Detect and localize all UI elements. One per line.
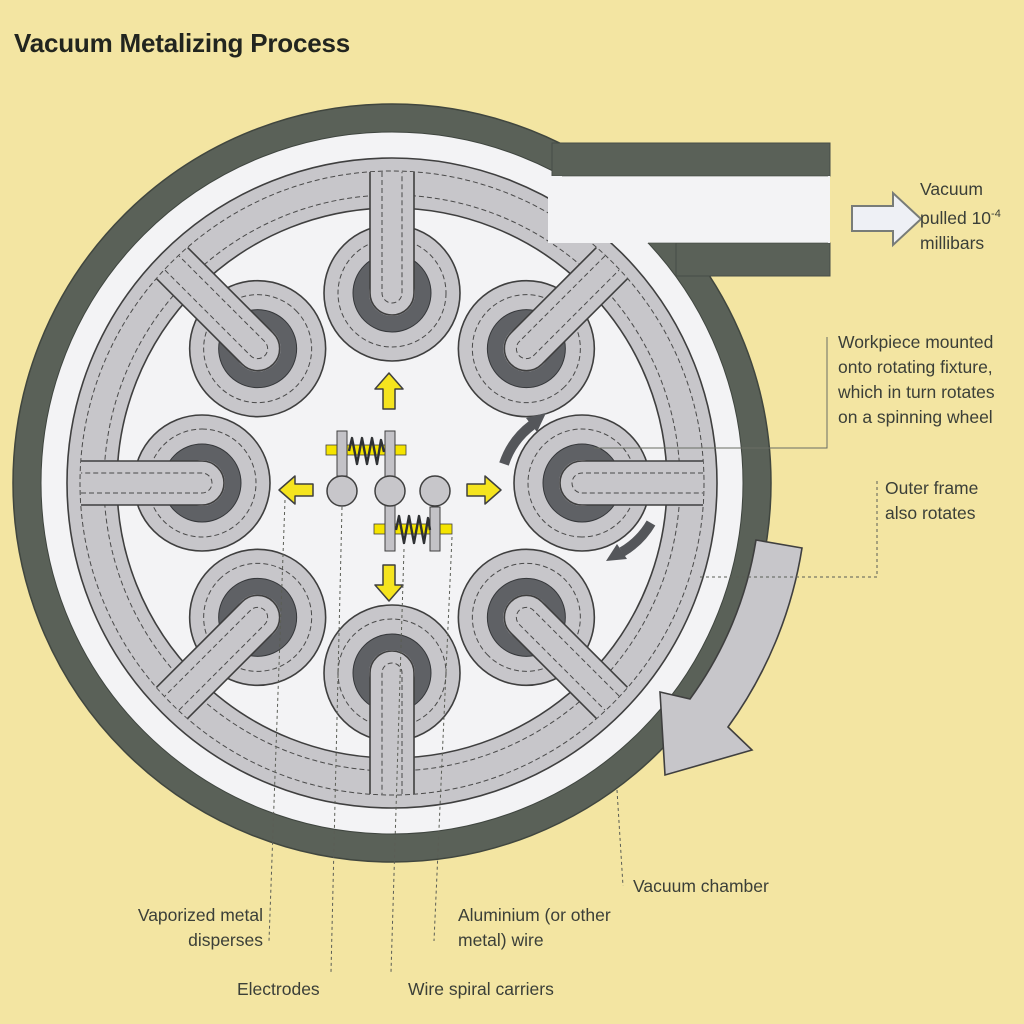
label-aluminium: Aluminium (or other metal) wire xyxy=(458,905,611,950)
leader-outer-frame xyxy=(700,481,878,578)
vacuum-flow-arrow xyxy=(851,190,923,248)
leader-wire-spiral xyxy=(390,548,405,973)
electrode-assembly xyxy=(325,430,453,552)
fixture-rotation-arrowhead-bottom xyxy=(606,544,627,561)
vacuum-duct-channel xyxy=(548,176,830,243)
leader-workpiece xyxy=(594,337,828,449)
leader-aluminium xyxy=(433,536,453,942)
leader-vacuum-chamber xyxy=(616,789,624,887)
label-electrodes: Electrodes xyxy=(237,979,320,999)
page-title: Vacuum Metalizing Process xyxy=(14,28,351,58)
vapor-arrow-down xyxy=(374,564,404,602)
fixture-rotation-arrowhead-top xyxy=(526,413,546,432)
label-vaporized: Vaporized metal disperses xyxy=(137,905,263,950)
vapor-arrow-up xyxy=(374,372,404,410)
vapor-arrow-right xyxy=(466,475,502,505)
label-outer-frame: Outer frame also rotates xyxy=(885,478,979,523)
leader-vaporized xyxy=(268,499,286,942)
vapor-dispersal-arrows xyxy=(278,372,502,602)
fixture-rotation-arrows xyxy=(499,413,656,561)
vapor-arrow-left xyxy=(278,475,314,505)
electrode-left xyxy=(326,475,358,507)
label-workpiece: Workpiece mounted onto rotating fixture,… xyxy=(838,332,995,427)
vacuum-duct xyxy=(551,142,831,277)
wire-spiral-upper xyxy=(347,436,386,466)
wire-spiral-lower xyxy=(394,514,432,545)
label-vacuum-chamber: Vacuum chamber xyxy=(633,876,769,896)
label-wire-spiral-carriers: Wire spiral carriers xyxy=(408,979,554,999)
electrode-right xyxy=(419,475,451,507)
label-vacuum-pulled: Vacuum pulled 10-4 millibars xyxy=(920,179,1001,253)
outer-frame-rotation-arrow xyxy=(659,539,803,777)
electrode-middle xyxy=(374,475,406,507)
leader-lines xyxy=(268,337,878,973)
